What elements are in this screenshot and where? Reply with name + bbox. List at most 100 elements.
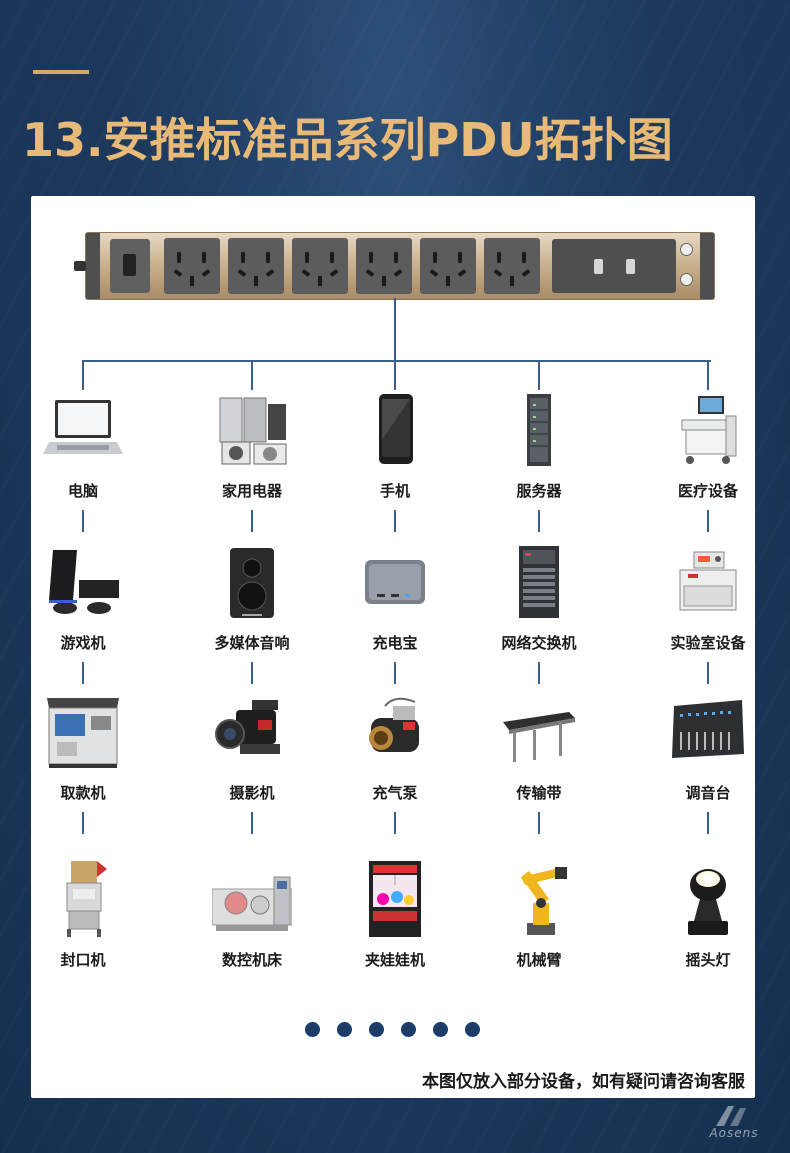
connector-line xyxy=(251,662,253,684)
connector-line xyxy=(538,662,540,684)
pagination-dot xyxy=(433,1022,448,1037)
device-server: 服务器 xyxy=(472,390,606,520)
connector-line xyxy=(707,812,709,834)
power-socket xyxy=(164,238,220,294)
device-speaker: 多媒体音响 xyxy=(185,542,319,672)
title-accent-line xyxy=(33,70,89,74)
device-label: 充气泵 xyxy=(372,784,418,802)
device-label: 手机 xyxy=(379,482,410,500)
connector-line xyxy=(394,510,396,532)
connector-line xyxy=(538,510,540,532)
bus-line xyxy=(82,360,711,362)
device-label: 机械臂 xyxy=(516,951,562,969)
connector-line xyxy=(82,510,84,532)
trunk-line xyxy=(394,298,396,360)
pagination-dot xyxy=(401,1022,416,1037)
laptop-icon xyxy=(43,400,123,454)
drop-line xyxy=(251,362,253,390)
cnc-machine-icon xyxy=(212,876,292,931)
device-claw-machine: 夹娃娃机 xyxy=(328,859,462,989)
claw-machine-icon xyxy=(369,861,421,937)
device-medical-equipment: 医疗设备 xyxy=(641,390,775,520)
video-camera-icon xyxy=(215,700,280,754)
footnote: 本图仅放入部分设备，如有疑问请咨询客服 xyxy=(422,1072,745,1092)
aosens-watermark: Aosens xyxy=(694,1104,774,1144)
lab-equipment-icon xyxy=(679,551,737,611)
device-label: 医疗设备 xyxy=(677,482,738,500)
device-label: 传输带 xyxy=(516,784,562,802)
connector-line xyxy=(82,662,84,684)
device-robot-arm: 机械臂 xyxy=(472,859,606,989)
drop-line xyxy=(394,362,396,390)
device-label: 游戏机 xyxy=(60,634,106,652)
power-socket xyxy=(292,238,348,294)
power-cable xyxy=(74,261,86,271)
speaker-icon xyxy=(230,548,274,618)
device-label: 数控机床 xyxy=(221,951,282,969)
home-appliances-icon xyxy=(219,397,287,465)
power-socket xyxy=(420,238,476,294)
game-console-icon xyxy=(49,550,119,614)
pagination-dots xyxy=(305,1022,485,1038)
robot-arm-icon xyxy=(521,867,567,935)
pdu-screw xyxy=(680,243,693,256)
device-power-bank: 充电宝 xyxy=(328,542,462,672)
connector-line xyxy=(82,812,84,834)
device-label: 多媒体音响 xyxy=(214,634,290,652)
device-network-switch: 网络交换机 xyxy=(472,542,606,672)
connector-line xyxy=(707,662,709,684)
device-atm: 取款机 xyxy=(16,692,150,822)
switch-rocker xyxy=(123,254,136,276)
device-mixing-console: 调音台 xyxy=(641,692,775,822)
aosens-logo-icon xyxy=(716,1106,746,1126)
device-game-console: 游戏机 xyxy=(16,542,150,672)
moving-head-light-icon xyxy=(688,869,728,935)
air-pump-icon xyxy=(369,697,419,752)
connector-line xyxy=(394,662,396,684)
power-socket xyxy=(228,238,284,294)
device-label: 充电宝 xyxy=(372,634,418,652)
connector-line xyxy=(251,510,253,532)
drop-line xyxy=(538,362,540,390)
pagination-dot xyxy=(305,1022,320,1037)
device-label: 取款机 xyxy=(60,784,106,802)
pagination-dot xyxy=(465,1022,480,1037)
device-label: 封口机 xyxy=(60,951,106,969)
atm-icon xyxy=(47,698,119,768)
connector-line xyxy=(707,510,709,532)
network-switch-icon xyxy=(519,546,559,618)
usb-port xyxy=(626,259,635,274)
server-icon xyxy=(527,394,551,466)
page-title: 13.安推标准品系列PDU拓扑图 xyxy=(22,113,673,167)
pdu-end-cap-right xyxy=(700,233,714,299)
conveyor-belt-icon xyxy=(503,712,575,762)
device-air-pump: 充气泵 xyxy=(328,692,462,822)
drop-line xyxy=(707,362,709,390)
usb-port xyxy=(594,259,603,274)
device-label: 摇头灯 xyxy=(685,951,731,969)
device-label: 服务器 xyxy=(516,482,562,500)
device-label: 调音台 xyxy=(685,784,731,802)
device-laptop: 电脑 xyxy=(16,390,150,520)
device-conveyor-belt: 传输带 xyxy=(472,692,606,822)
device-label: 家用电器 xyxy=(221,482,282,500)
device-smartphone: 手机 xyxy=(328,390,462,520)
connector-line xyxy=(251,812,253,834)
pdu-end-cap-left xyxy=(86,233,100,299)
medical-equipment-icon xyxy=(681,396,737,464)
mixing-console-icon xyxy=(672,700,744,758)
pdu-screw xyxy=(680,273,693,286)
device-home-appliances: 家用电器 xyxy=(185,390,319,520)
sealing-machine-icon xyxy=(66,861,107,937)
usb-panel xyxy=(552,239,676,293)
device-label: 电脑 xyxy=(67,482,98,500)
device-label: 网络交换机 xyxy=(501,634,577,652)
drop-line xyxy=(82,362,84,390)
power-socket xyxy=(356,238,412,294)
power-socket xyxy=(484,238,540,294)
device-sealing-machine: 封口机 xyxy=(16,859,150,989)
pagination-dot xyxy=(369,1022,384,1037)
device-lab-equipment: 实验室设备 xyxy=(641,542,775,672)
pdu-power-strip xyxy=(74,232,715,300)
device-video-camera: 摄影机 xyxy=(185,692,319,822)
